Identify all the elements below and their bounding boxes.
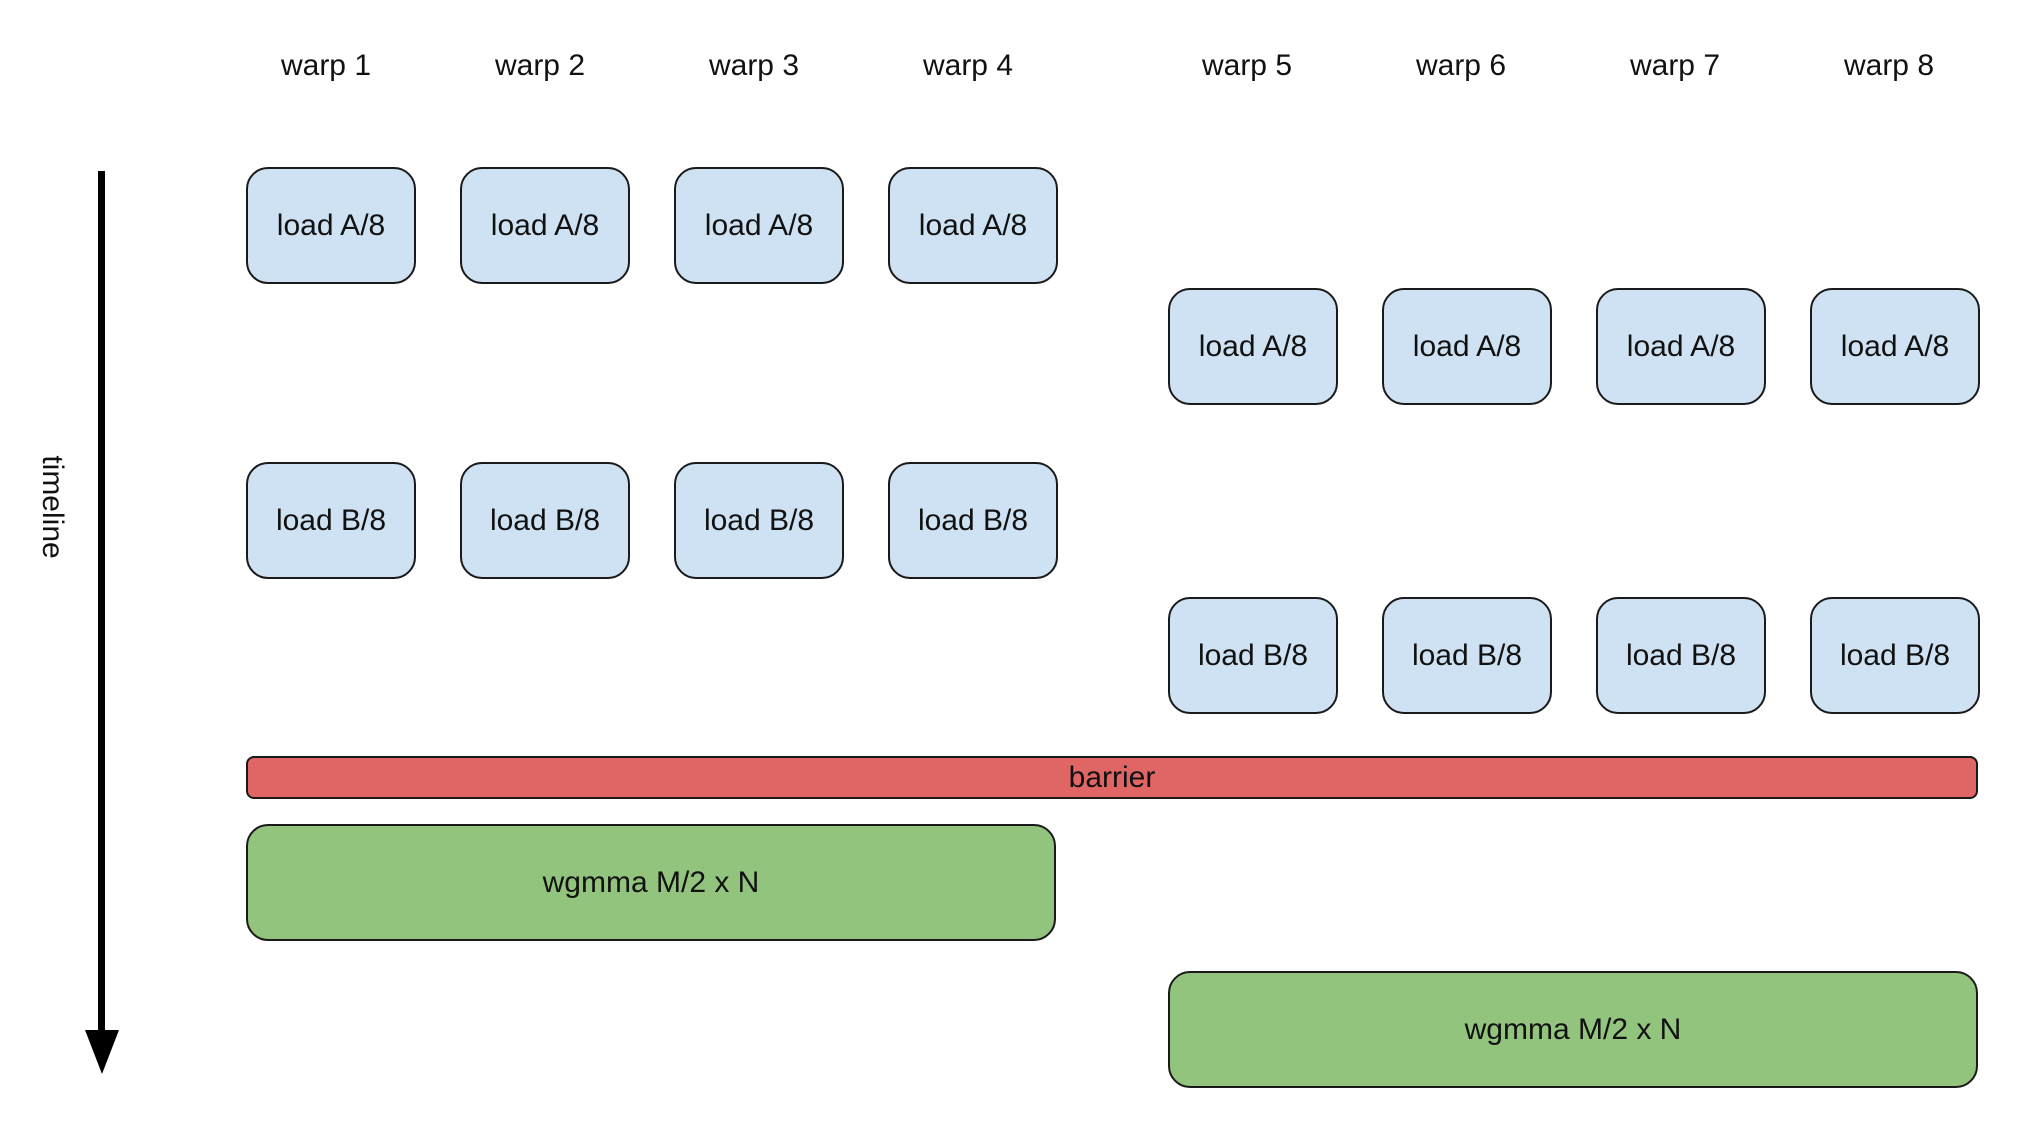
load-b-warp-5: load B/8 [1168, 597, 1338, 714]
warp-label-1: warp 1 [280, 49, 372, 82]
load-a-warp-3: load A/8 [674, 167, 844, 284]
timeline-arrowhead [85, 1030, 119, 1074]
load-a-warp-5: load A/8 [1168, 288, 1338, 405]
load-a-warp-4: load A/8 [888, 167, 1058, 284]
warp-label-4: warp 4 [922, 49, 1014, 82]
wgmma-warps-1-4: wgmma M/2 x N [246, 824, 1056, 941]
load-b-warp-2: load B/8 [460, 462, 630, 579]
load-b-warp-4: load B/8 [888, 462, 1058, 579]
load-b-warp-7: load B/8 [1596, 597, 1766, 714]
load-a-warp-6: load A/8 [1382, 288, 1552, 405]
wgmma-warps-5-8: wgmma M/2 x N [1168, 971, 1978, 1088]
timeline-arrow-shaft [98, 171, 105, 1039]
load-b-warp-1: load B/8 [246, 462, 416, 579]
load-a-warp-1: load A/8 [246, 167, 416, 284]
load-a-warp-8: load A/8 [1810, 288, 1980, 405]
warp-label-2: warp 2 [494, 49, 586, 82]
timeline-label: timeline [36, 455, 69, 559]
load-a-warp-7: load A/8 [1596, 288, 1766, 405]
warp-label-3: warp 3 [708, 49, 800, 82]
warp-label-8: warp 8 [1843, 49, 1935, 82]
barrier-bar: barrier [246, 756, 1978, 799]
warp-label-6: warp 6 [1415, 49, 1507, 82]
warp-label-7: warp 7 [1629, 49, 1721, 82]
load-b-warp-8: load B/8 [1810, 597, 1980, 714]
warp-label-5: warp 5 [1201, 49, 1293, 82]
load-a-warp-2: load A/8 [460, 167, 630, 284]
load-b-warp-3: load B/8 [674, 462, 844, 579]
load-b-warp-6: load B/8 [1382, 597, 1552, 714]
